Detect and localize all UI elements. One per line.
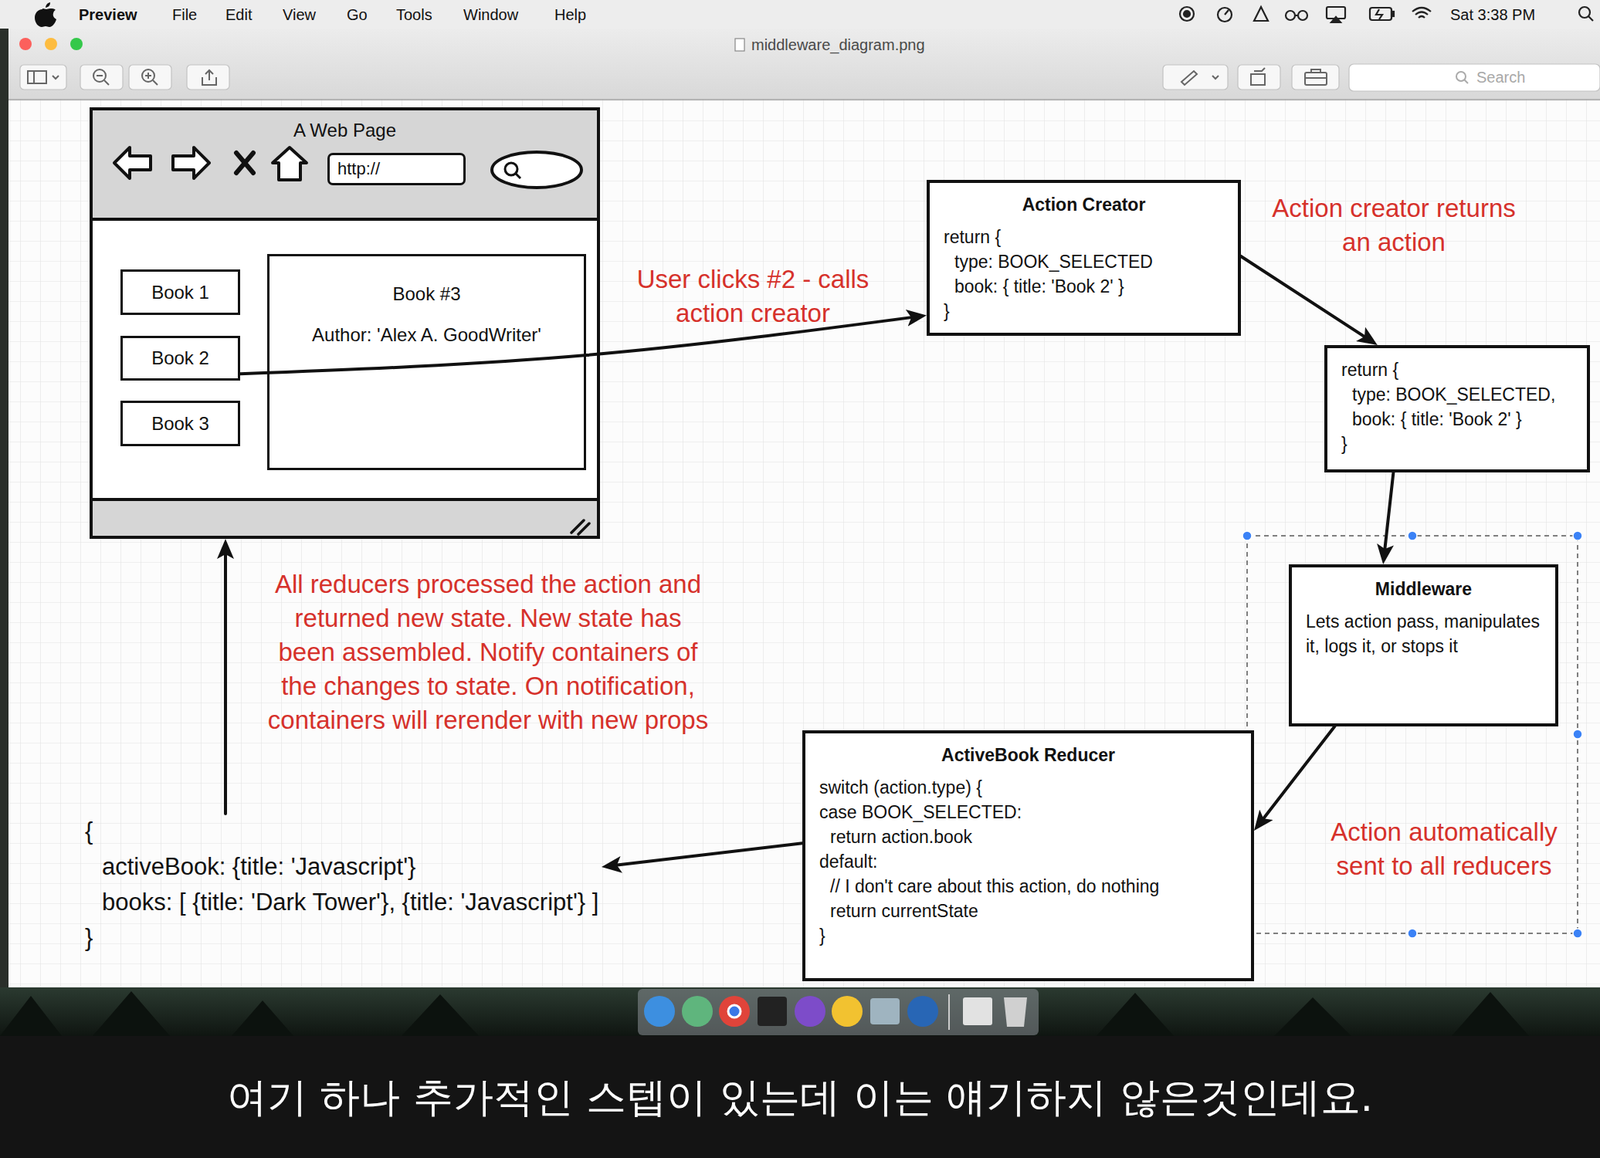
subtitle-band <box>0 1036 1600 1158</box>
book-button: Book 3 <box>120 400 241 447</box>
menu-item: Edit <box>225 5 252 24</box>
canvas-grid <box>8 100 1600 989</box>
dock <box>637 989 1039 1036</box>
code-line: case BOOK_SELECTED: <box>819 800 1022 825</box>
flow-arrow <box>1384 472 1394 554</box>
code-line: } <box>819 923 826 949</box>
state-line: } <box>84 920 93 956</box>
apple-logo <box>34 2 57 28</box>
menu-item: Help <box>554 5 587 24</box>
panel-text: Author: 'Alex A. GoodWriter' <box>269 323 584 347</box>
step-note: Action automatically sent to all reducer… <box>1305 815 1584 884</box>
code-line: default: <box>819 849 878 875</box>
flow-arrow <box>223 549 228 814</box>
code-line: type: BOOK_SELECTED, <box>1352 382 1556 407</box>
box-heading: ActiveBook Reducer <box>819 742 1238 768</box>
button-label: Book 2 <box>151 347 210 370</box>
state-object: {activeBook: {title: 'Javascript'}books:… <box>84 813 602 956</box>
step-note: User clicks #2 - calls action creator <box>602 262 904 331</box>
toolbar-buttons <box>20 64 1600 92</box>
window-toolbar <box>8 28 1600 100</box>
menu-bar <box>0 0 1600 29</box>
menu-item: Tools <box>396 5 433 24</box>
flow-arrow <box>1240 256 1369 339</box>
search-placeholder: Search <box>1476 67 1526 87</box>
action-creator-box: Action Creator return {type: BOOK_SELECTE… <box>926 179 1241 336</box>
code-line: return currentState <box>830 898 979 924</box>
code-line: return { <box>1341 357 1399 383</box>
desktop-edge <box>0 28 9 988</box>
toolbar-divider <box>8 98 1600 101</box>
subtitle: 여기 하나 추가적인 스텝이 있는데 이는 얘기하지 않은것인데요. <box>0 1073 1600 1122</box>
menu-clock: Sat 3:38 PM <box>1450 5 1536 24</box>
menu-item: View <box>282 5 316 24</box>
web-page-window: A Web Page http:// Book 1 Book 2 Book 3 Book … <box>89 107 600 539</box>
code-line: book: { title: 'Book 2' } <box>954 274 1125 299</box>
middleware-box: MiddlewareLets action pass, manipulates … <box>1288 564 1559 727</box>
code-line: type: BOOK_SELECTED <box>954 249 1153 275</box>
traffic-lights <box>19 37 83 51</box>
step-note: Action creator returns an action <box>1266 191 1522 260</box>
window-title: A Web Page <box>92 110 597 142</box>
toolbar-icons <box>27 67 1468 85</box>
state-line: { <box>84 813 93 850</box>
window-title: middleware_diagram.png <box>751 35 926 55</box>
panel-heading: Book #3 <box>269 282 584 306</box>
code-line: } <box>1341 431 1348 457</box>
code-line: return { <box>943 224 1001 250</box>
state-line: books: [ {title: 'Dark Tower'}, {title: … <box>101 884 599 921</box>
document-icon <box>735 38 745 51</box>
step-note: All reducers processed the action and re… <box>264 567 712 738</box>
address-bar: http:// <box>327 152 466 186</box>
book-button: Book 1 <box>120 269 241 316</box>
menu-item: Window <box>463 5 519 24</box>
code-line: // I don't care about this action, do no… <box>830 874 1160 899</box>
code-line: return action.book <box>830 824 973 850</box>
body-text: Lets action pass, manipulates it, logs i… <box>1305 609 1542 659</box>
state-line: activeBook: {title: 'Javascript'} <box>101 849 416 885</box>
flow-arrow <box>1261 726 1336 823</box>
button-label: Book 3 <box>151 413 210 435</box>
menu-item: Go <box>346 5 368 24</box>
button-label: Book 1 <box>151 281 210 304</box>
app-menu: Preview <box>78 5 138 24</box>
browser-sketch <box>89 107 600 539</box>
box-heading: Action Creator <box>943 192 1224 217</box>
action-box: return {type: BOOK_SELECTED,book: { titl… <box>1324 345 1590 473</box>
code-line: switch (action.type) { <box>819 775 983 800</box>
book-button: Book 2 <box>120 335 241 381</box>
box-heading: Middleware <box>1305 576 1542 602</box>
menu-item: File <box>172 5 197 24</box>
reducer-box: ActiveBook Reducer switch (action.type) {… <box>802 730 1255 982</box>
selection-rectangle <box>1242 531 1583 939</box>
desktop-wallpaper <box>0 987 1600 1037</box>
url-text: http:// <box>337 159 380 180</box>
flow-arrow <box>612 843 803 866</box>
code-line: } <box>943 298 950 324</box>
book-detail-panel: Book #3 Author: 'Alex A. GoodWriter' <box>267 254 587 471</box>
code-line: book: { title: 'Book 2' } <box>1352 406 1523 432</box>
